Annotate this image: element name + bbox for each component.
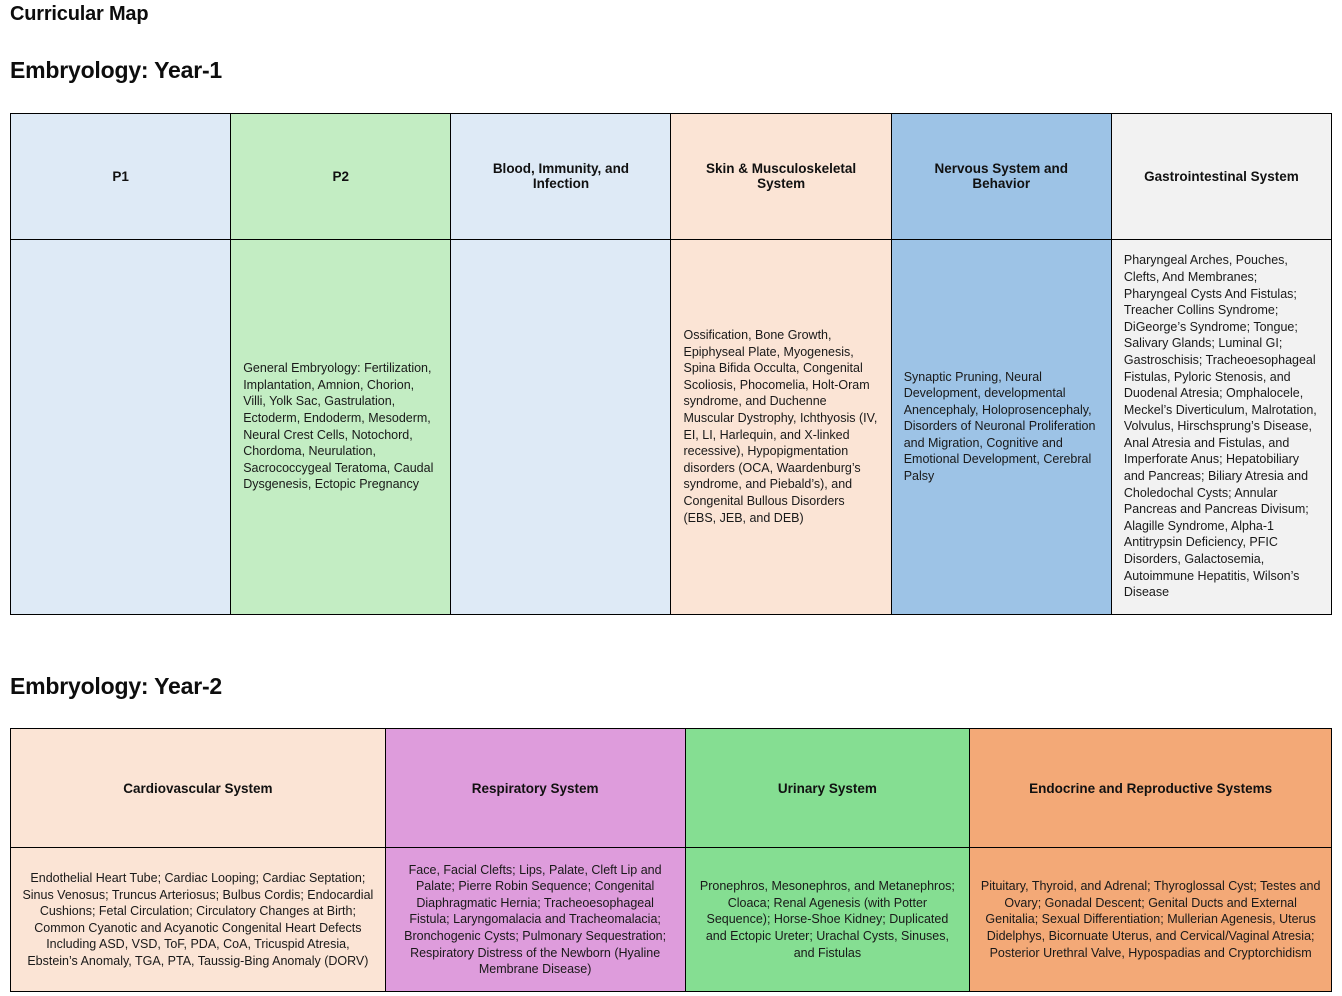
year2-cell-cardiovascular: Endothelial Heart Tube; Cardiac Looping;…: [10, 847, 386, 993]
year1-cell-nervous-behavior: Synaptic Pruning, Neural Development, de…: [890, 238, 1112, 615]
year1-cell-gastrointestinal: Pharyngeal Arches, Pouches, Clefts, And …: [1110, 238, 1333, 615]
year2-cell-urinary: Pronephros, Mesonephros, and Metanephros…: [684, 847, 971, 993]
section-heading-embryology-year-1: Embryology: Year-1: [10, 57, 223, 83]
section-heading-embryology-year-2: Embryology: Year-2: [10, 672, 223, 699]
year1-header-skin-musculoskeletal: Skin & Musculoskeletal System: [670, 112, 892, 240]
embryology-year1-table: P1 P2 Blood, Immunity, and Infection Ski…: [9, 112, 1333, 615]
year1-header-p2: P2: [230, 112, 452, 240]
year2-header-cardiovascular: Cardiovascular System: [10, 728, 386, 849]
year1-cell-blood-immunity-infection: [450, 238, 672, 615]
year2-cell-endocrine-reproductive: Pituitary, Thyroid, and Adrenal; Thyrogl…: [969, 847, 1332, 993]
year1-header-gastrointestinal: Gastrointestinal System: [1110, 112, 1333, 240]
year2-header-endocrine-reproductive: Endocrine and Reproductive Systems: [969, 728, 1332, 849]
page-title: Curricular Map: [10, 3, 149, 25]
year1-cell-skin-musculoskeletal: Ossification, Bone Growth, Epiphyseal Pl…: [670, 238, 892, 615]
year1-cell-p2: General Embryology: Fertilization, Impla…: [230, 238, 452, 615]
year1-cell-p1: [9, 238, 232, 615]
year1-header-blood-immunity-infection: Blood, Immunity, and Infection: [450, 112, 672, 240]
year1-header-nervous-behavior: Nervous System and Behavior: [890, 112, 1112, 240]
year1-header-p1: P1: [9, 112, 232, 240]
year2-cell-respiratory: Face, Facial Clefts; Lips, Palate, Cleft…: [384, 847, 686, 993]
year1-body-row: General Embryology: Fertilization, Impla…: [9, 238, 1333, 615]
year2-header-row: Cardiovascular System Respiratory System…: [10, 728, 1332, 849]
year2-header-urinary: Urinary System: [684, 728, 971, 849]
year1-header-row: P1 P2 Blood, Immunity, and Infection Ski…: [9, 112, 1333, 240]
year2-header-respiratory: Respiratory System: [384, 728, 686, 849]
embryology-year2-table: Cardiovascular System Respiratory System…: [10, 728, 1332, 993]
year2-body-row: Endothelial Heart Tube; Cardiac Looping;…: [10, 847, 1332, 993]
